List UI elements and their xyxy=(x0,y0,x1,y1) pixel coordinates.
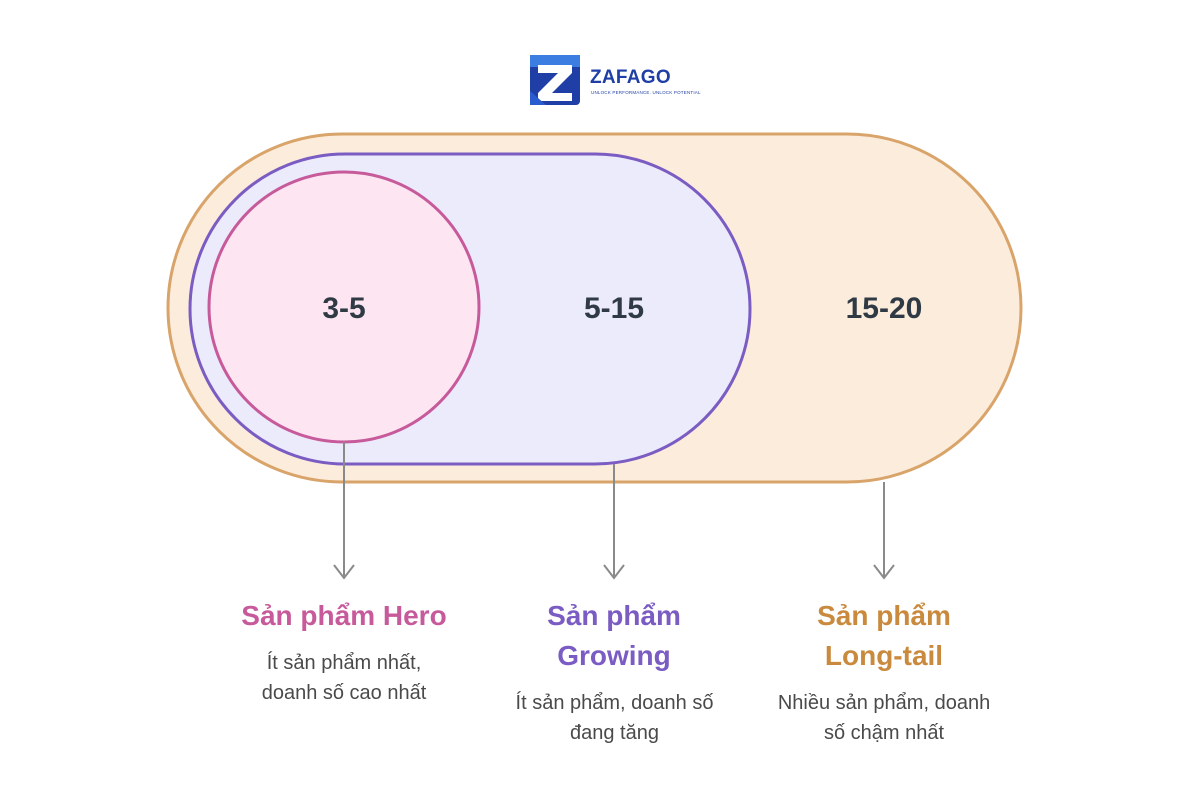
growing-arrow xyxy=(603,464,625,580)
longtail-label: Sản phẩm Long-tail Nhiều sản phẩm, doanh… xyxy=(778,596,990,748)
logo-name: ZAFAGO xyxy=(590,67,671,88)
longtail-arrow xyxy=(873,482,895,580)
hero-label: Sản phẩm Hero Ít sản phẩm nhất, doanh số… xyxy=(219,596,469,708)
zafago-logo: ZAFAGO UNLOCK PERFORMANCE. UNLOCK POTENT… xyxy=(530,55,701,107)
hero-title: Sản phẩm Hero xyxy=(241,600,447,631)
longtail-range: 15-20 xyxy=(846,292,923,325)
growing-title: Sản phẩm Growing xyxy=(547,600,681,671)
longtail-description: Nhiều sản phẩm, doanh số chậm nhất xyxy=(777,692,991,744)
longtail-title: Sản phẩm Long-tail xyxy=(817,600,951,671)
hero-range: 3-5 xyxy=(322,292,365,325)
growing-description: Ít sản phẩm, doanh số đang tăng xyxy=(515,692,714,744)
hero-description: Ít sản phẩm nhất, doanh số cao nhất xyxy=(261,652,427,704)
zafago-logo-mark-icon xyxy=(530,55,580,105)
logo-tagline: UNLOCK PERFORMANCE. UNLOCK POTENTIAL xyxy=(591,90,701,95)
growing-range: 5-15 xyxy=(584,292,644,325)
hero-arrow xyxy=(333,442,355,580)
growing-label: Sản phẩm Growing Ít sản phẩm, doanh số đ… xyxy=(514,596,714,748)
